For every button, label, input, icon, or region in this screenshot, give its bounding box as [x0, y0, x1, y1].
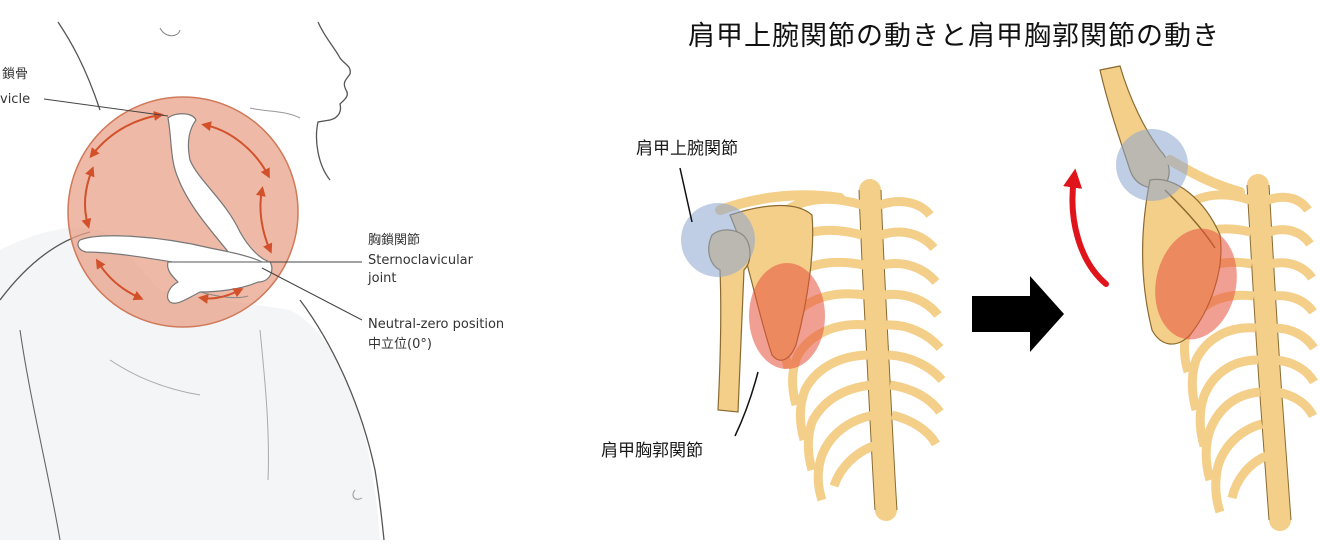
rom-arrow-left	[81, 166, 95, 229]
left-panel	[0, 21, 385, 541]
gh-joint-highlight-neutral	[681, 203, 755, 277]
clavicle-bone	[167, 113, 272, 270]
ear-hint	[159, 27, 181, 37]
clavicle-label-en: vicle	[0, 92, 31, 107]
rotation-arrow	[1063, 168, 1109, 287]
gh-label-leader	[679, 167, 693, 223]
gh-joint-highlight-elevated	[1116, 129, 1188, 201]
body-shading	[0, 227, 380, 540]
rom-arrow-top-left	[89, 111, 164, 159]
clavicle-leader	[43, 98, 169, 117]
rom-arrow-top-right	[201, 121, 270, 179]
chin-line	[249, 107, 301, 119]
rom-arrow-bottom-left	[95, 258, 144, 301]
skeleton-neutral	[679, 167, 946, 521]
st-joint-highlight-neutral	[749, 263, 825, 369]
neck-outline-left	[57, 21, 101, 111]
spine-elevated	[1247, 174, 1291, 531]
st-joint-label: 肩甲胸郭関節	[601, 441, 703, 461]
chest-line-2	[259, 329, 269, 481]
sc-joint-label-en-2: joint	[368, 271, 397, 286]
clavicle-label-jp: 鎖骨	[2, 67, 29, 82]
neutral-leader	[261, 267, 363, 321]
spine-neutral	[859, 179, 897, 521]
sc-joint-label-jp: 胸鎖関節	[368, 233, 421, 248]
clavicle-neutral	[715, 190, 845, 215]
spine-elevated-outline	[1246, 184, 1292, 521]
st-joint-highlight-elevated	[1155, 228, 1237, 340]
neutral-label-en: Neutral-zero position	[368, 317, 505, 332]
neutral-label-jp: 中立位(0°)	[368, 337, 432, 352]
gh-joint-label: 肩甲上腕関節	[636, 139, 738, 159]
rom-arrow-right	[255, 186, 273, 254]
torso-right	[299, 299, 385, 541]
chest-line	[109, 359, 201, 396]
sc-joint-label-en-1: Sternoclavicular	[368, 253, 473, 268]
rom-arrow-bottom-right	[198, 288, 244, 304]
transition-arrow	[972, 276, 1064, 352]
st-label-leader	[734, 371, 759, 437]
skeleton-elevated	[1099, 65, 1318, 531]
face-profile	[315, 21, 351, 181]
armpit-line	[19, 329, 61, 541]
navel-hint	[352, 489, 363, 500]
figure-title: 肩甲上腕関節の動きと肩甲胸郭関節の動き	[688, 21, 1220, 52]
